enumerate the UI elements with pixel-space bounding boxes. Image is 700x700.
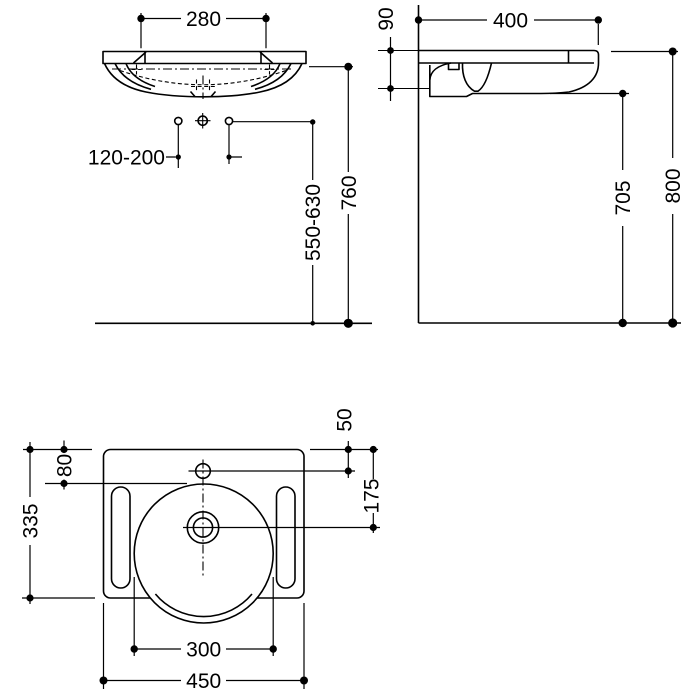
front-rim (102, 50, 307, 65)
dim-50-dot-top (344, 445, 352, 454)
mounting-hole-right (224, 116, 234, 126)
dim-90-extension-lines (378, 49, 430, 90)
mounting-hole-left (173, 116, 183, 126)
dim-400: 400 (414, 10, 602, 45)
dim-550-630-label: 550-630 (302, 184, 325, 261)
dim-175-dot-top (369, 445, 377, 454)
dim-80-dot-bottom (60, 479, 68, 488)
dim-335-dot-top (26, 445, 34, 454)
dim-175-label: 175 (361, 478, 384, 513)
dim-450-label: 450 (186, 670, 221, 693)
dim-120-200-dot-right (226, 154, 232, 160)
dim-50-label: 50 (334, 408, 357, 431)
dim-300-extension-lines (133, 577, 274, 656)
dim-400-line (418, 19, 599, 45)
side-bracket-notch (447, 63, 460, 71)
dim-400-label: 400 (493, 10, 528, 33)
plan-slot-left (110, 486, 131, 589)
dim-280-dot-right (262, 14, 270, 23)
dim-120-200-label: 120-200 (88, 147, 165, 170)
plan-view: 50 175 80 335 (20, 408, 384, 693)
dim-335-label: 335 (20, 503, 43, 538)
dim-280-dot-left (137, 14, 145, 23)
dim-450-dot-right (300, 676, 308, 685)
plan-bowl-inner-rim-arc (154, 593, 253, 618)
dim-335: 335 (20, 442, 95, 604)
dim-300-dot-right (269, 645, 277, 653)
dim-90: 90 (375, 7, 430, 101)
plan-bowl-circle (133, 483, 274, 624)
dim-400-dot-right (594, 16, 602, 24)
dim-175-dot-bottom (369, 523, 377, 532)
dim-450-dot-left (99, 676, 108, 685)
dim-90-dot-top (387, 47, 394, 54)
dim-705-dot-bottom (618, 318, 627, 328)
dim-335-dot-bottom (26, 594, 34, 602)
dim-800-label: 800 (662, 168, 685, 203)
dim-120-200-dot-left (175, 154, 181, 160)
dim-335-extension-lines (22, 448, 95, 599)
dim-280: 280 (137, 8, 270, 49)
front-drain-boss (189, 90, 217, 98)
dim-550-630: 550-630 (302, 119, 325, 326)
front-mounting-holes: 120-200 (88, 113, 313, 170)
dim-800-dot-bottom (668, 318, 678, 328)
dim-705: 705 (550, 89, 635, 328)
dim-300-label: 300 (186, 639, 221, 662)
dim-300-dot-left (130, 645, 138, 653)
dim-760-label: 760 (338, 175, 361, 210)
dim-705-label: 705 (612, 180, 635, 215)
dim-280-label: 280 (186, 8, 221, 31)
dim-80-label: 80 (54, 454, 77, 477)
dim-50: 50 (334, 408, 357, 478)
front-body-outline (103, 63, 303, 98)
center-mark-icon (195, 113, 211, 129)
front-hidden-bowl-arc (119, 69, 287, 86)
dim-300: 300 (130, 577, 277, 662)
dim-50-dot-bottom (344, 467, 352, 475)
dim-450: 450 (99, 603, 308, 693)
dim-90-dot-bottom (387, 85, 394, 92)
front-drain-hidden-lines (191, 79, 215, 93)
dim-760: 760 (309, 62, 361, 328)
front-view: 280 120-200 550-630 (88, 8, 372, 328)
dim-400-dot-left (414, 16, 423, 24)
front-rim-corner-diagonals (132, 51, 274, 64)
dim-175: 175 (361, 445, 384, 533)
front-body-contours (114, 63, 292, 91)
dim-80: 80 (45, 440, 187, 490)
hole-drop-lines (166, 124, 242, 168)
dim-450-extension-lines (102, 603, 305, 689)
front-rim-division-lines (144, 51, 262, 64)
plan-slot-right (275, 486, 296, 589)
dim-90-label: 90 (375, 7, 398, 30)
dim-800: 800 (611, 47, 685, 328)
side-body-outline (418, 49, 600, 98)
side-drain-funnel (461, 62, 493, 92)
side-view: 90 400 705 800 (375, 5, 685, 328)
